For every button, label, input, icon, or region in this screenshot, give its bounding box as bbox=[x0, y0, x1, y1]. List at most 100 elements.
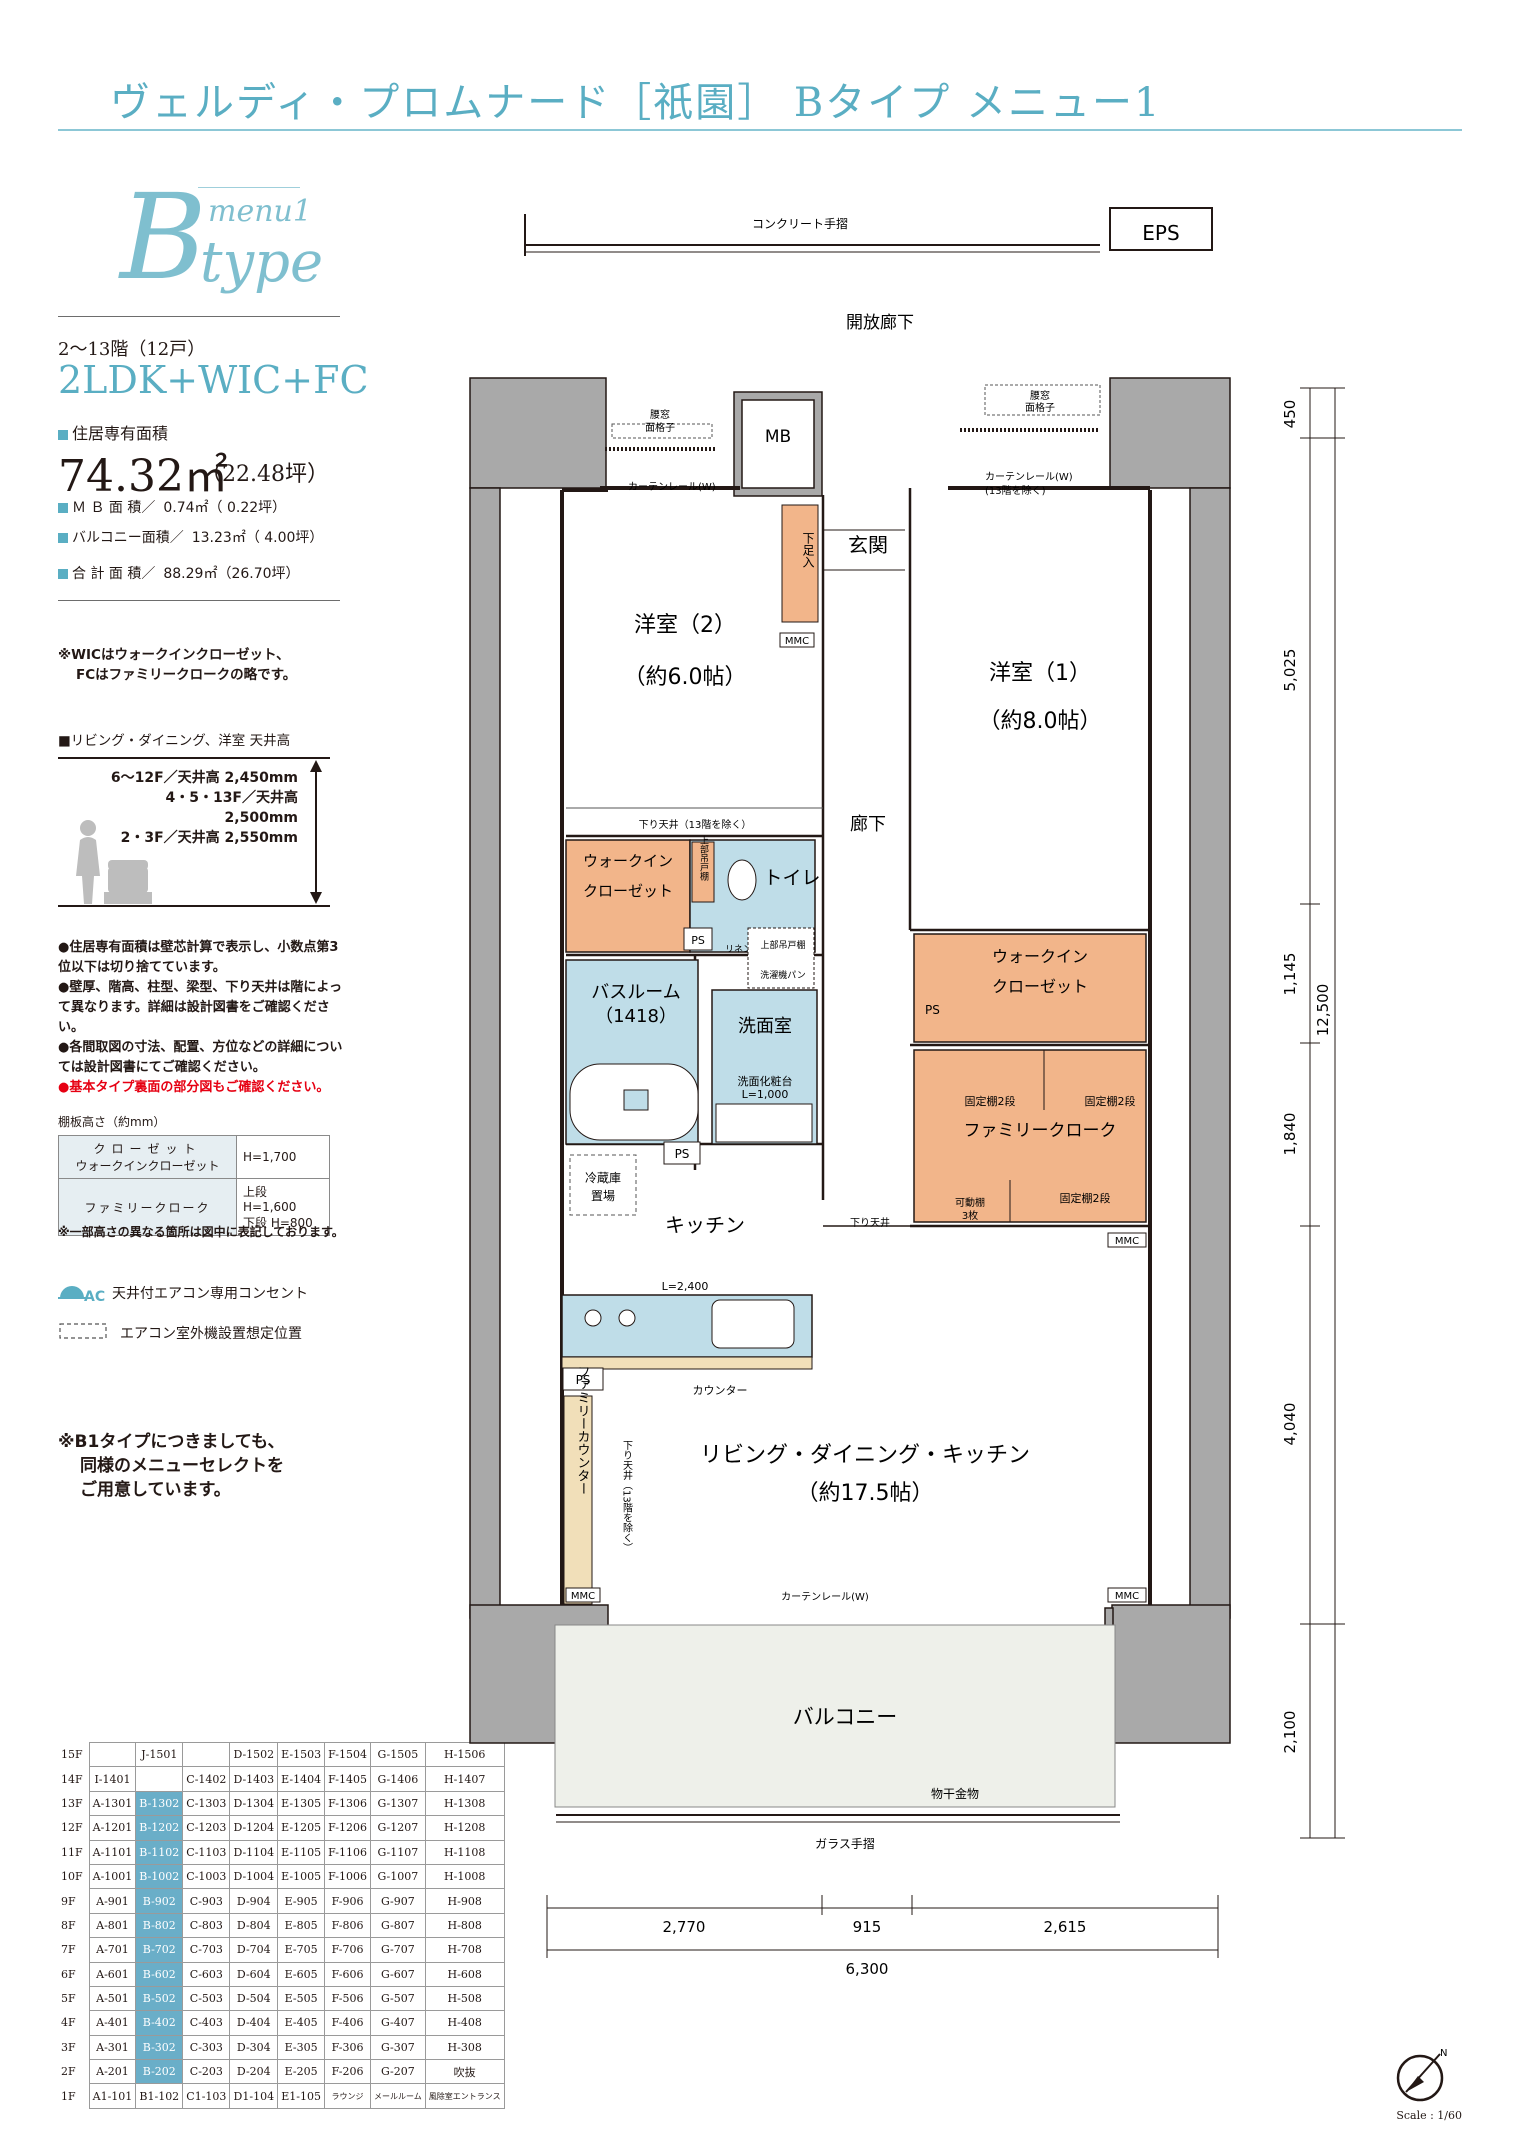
unit-cell: D-504 bbox=[229, 1985, 279, 2012]
unit-cell: A-601 bbox=[88, 1961, 137, 1987]
unit-cell: J-1501 bbox=[135, 1741, 184, 1768]
svg-text:2,100: 2,100 bbox=[1281, 1711, 1299, 1754]
geta-label: 下足入 bbox=[801, 532, 815, 568]
dimension-bottom-labels: 2,770 915 2,615 6,300 bbox=[663, 1918, 1087, 1978]
unit-cell: F-306 bbox=[324, 2034, 371, 2061]
page-title: ヴェルディ・プロムナード［祇園］ Bタイプ メニュー1 bbox=[110, 80, 1162, 126]
unit-cell: H-608 bbox=[424, 1961, 505, 1987]
b1-note: ※B1タイプにつきましても、 同様のメニューセレクトを ご用意しています。 bbox=[58, 1432, 285, 1500]
washroom-label: 洗面室 bbox=[738, 1016, 792, 1037]
lowered-ceiling-label: 下り天井（13階を除く） bbox=[639, 818, 752, 831]
unit-cell: D-304 bbox=[229, 2034, 279, 2061]
unit-cell: D-804 bbox=[229, 1912, 279, 1939]
unit-cell: H-908 bbox=[424, 1888, 505, 1914]
shelf-table: クローゼットウォークインクローゼット H=1,700 ファミリークローク 上段 … bbox=[58, 1135, 330, 1236]
unit-cell: G-307 bbox=[369, 2034, 426, 2061]
vanity-label1: 洗面化粧台 bbox=[738, 1074, 793, 1088]
upper-shelf-label: 上部吊戸棚 bbox=[760, 939, 805, 951]
unit-cell: B-302 bbox=[135, 2034, 184, 2061]
north-arrow-icon: N bbox=[1396, 2048, 1447, 2102]
unit-cell: B1-102 bbox=[135, 2083, 184, 2109]
scale-label: Scale : 1/60 bbox=[1396, 2109, 1462, 2122]
unit-cell: E1-105 bbox=[277, 2083, 326, 2109]
unit-cell: C-803 bbox=[182, 1912, 231, 1939]
unit-cell bbox=[182, 1741, 231, 1768]
unit-cell: A-701 bbox=[88, 1937, 137, 1963]
unit-cell: E-1205 bbox=[277, 1815, 326, 1841]
svg-text:1,840: 1,840 bbox=[1281, 1113, 1299, 1156]
unit-cell: G-907 bbox=[369, 1888, 426, 1914]
unit-cell: メールルーム bbox=[369, 2083, 426, 2109]
unit-cell: F-406 bbox=[324, 2010, 371, 2036]
private-area-tsubo: （22.48坪） bbox=[200, 462, 329, 487]
room1-label: 洋室（1） bbox=[989, 661, 1091, 686]
unit-cell: A-501 bbox=[88, 1985, 137, 2012]
room2-label: 洋室（2） bbox=[634, 613, 736, 638]
unit-cell: G-707 bbox=[369, 1937, 426, 1963]
unit-cell: A-201 bbox=[88, 2059, 137, 2085]
unit-cell: H-1407 bbox=[424, 1766, 505, 1792]
room2-size: （約6.0帖） bbox=[624, 665, 747, 690]
unit-cell: B-1302 bbox=[135, 1790, 184, 1817]
svg-text:N: N bbox=[1440, 2048, 1447, 2059]
unit-cell: F-1405 bbox=[324, 1766, 371, 1792]
unit-cell: D-1004 bbox=[229, 1863, 279, 1890]
wic-left bbox=[565, 839, 691, 953]
unit-cell: A-1101 bbox=[88, 1839, 137, 1865]
unit-cell: F-1504 bbox=[324, 1741, 371, 1768]
fixed-shelf-label-2: 固定棚2段 bbox=[1085, 1094, 1136, 1108]
family-cloak bbox=[913, 1049, 1147, 1223]
grille-right-label2: 面格子 bbox=[1025, 401, 1055, 414]
unit-cell: A-901 bbox=[88, 1888, 137, 1914]
unit-cell: B-1202 bbox=[135, 1815, 184, 1841]
unit-floor: 14F bbox=[61, 1772, 83, 1786]
svg-text:MMC: MMC bbox=[785, 636, 809, 647]
unit-cell: E-1105 bbox=[277, 1839, 326, 1865]
unit-cell: H-1008 bbox=[424, 1863, 505, 1890]
unit-cell: E-205 bbox=[277, 2059, 326, 2085]
unit-cell: H-1308 bbox=[424, 1790, 505, 1817]
outdoor-legend-label: エアコン室外機設置想定位置 bbox=[120, 1326, 302, 1342]
divider bbox=[58, 316, 340, 317]
handrail-top-label: コンクリート手摺 bbox=[752, 216, 848, 231]
unit-cell: E-405 bbox=[277, 2010, 326, 2036]
svg-text:6,300: 6,300 bbox=[846, 1960, 889, 1978]
svg-text:PS: PS bbox=[576, 1373, 591, 1387]
unit-cell: 吹抜 bbox=[424, 2059, 505, 2085]
fixed-shelf-label-1: 固定棚2段 bbox=[965, 1094, 1016, 1108]
eps-label: EPS bbox=[1142, 221, 1179, 245]
unit-cell: H-808 bbox=[424, 1912, 505, 1939]
curtain-rail-left: カーテンレール(W) bbox=[628, 481, 716, 493]
unit-cell: H-1506 bbox=[424, 1741, 505, 1768]
unit-floor: 3F bbox=[61, 2040, 76, 2054]
type-word: type bbox=[200, 230, 324, 295]
grille-right-label: 腰窓 bbox=[1030, 389, 1050, 402]
svg-text:4,040: 4,040 bbox=[1281, 1403, 1299, 1446]
except13-top: (13階を除く) bbox=[985, 484, 1046, 497]
unit-cell: H-708 bbox=[424, 1937, 505, 1963]
unit-cell: B-202 bbox=[135, 2059, 184, 2085]
unit-cell: G-1505 bbox=[369, 1741, 426, 1768]
unit-floor: 9F bbox=[61, 1894, 76, 1908]
unit-floor: 1F bbox=[61, 2089, 76, 2103]
corridor-label: 開放廊下 bbox=[846, 313, 914, 333]
unit-cell: C-703 bbox=[182, 1937, 231, 1963]
svg-text:2,615: 2,615 bbox=[1044, 1918, 1087, 1936]
unit-cell: E-605 bbox=[277, 1961, 326, 1987]
unit-cell: C-403 bbox=[182, 2010, 231, 2036]
washer-pan bbox=[747, 927, 815, 989]
unit-cell: A-801 bbox=[88, 1912, 137, 1939]
unit-cell: D-1502 bbox=[229, 1741, 279, 1768]
unit-cell: D-404 bbox=[229, 2010, 279, 2036]
svg-text:MMC: MMC bbox=[1115, 1236, 1139, 1247]
svg-text:915: 915 bbox=[853, 1918, 882, 1936]
unit-cell: C-1003 bbox=[182, 1863, 231, 1890]
toilet-label: トイレ bbox=[763, 867, 820, 889]
unit-cell: G-207 bbox=[369, 2059, 426, 2085]
unit-cell: H-1108 bbox=[424, 1839, 505, 1865]
svg-text:1,145: 1,145 bbox=[1281, 953, 1299, 996]
unit-cell: F-1206 bbox=[324, 1815, 371, 1841]
